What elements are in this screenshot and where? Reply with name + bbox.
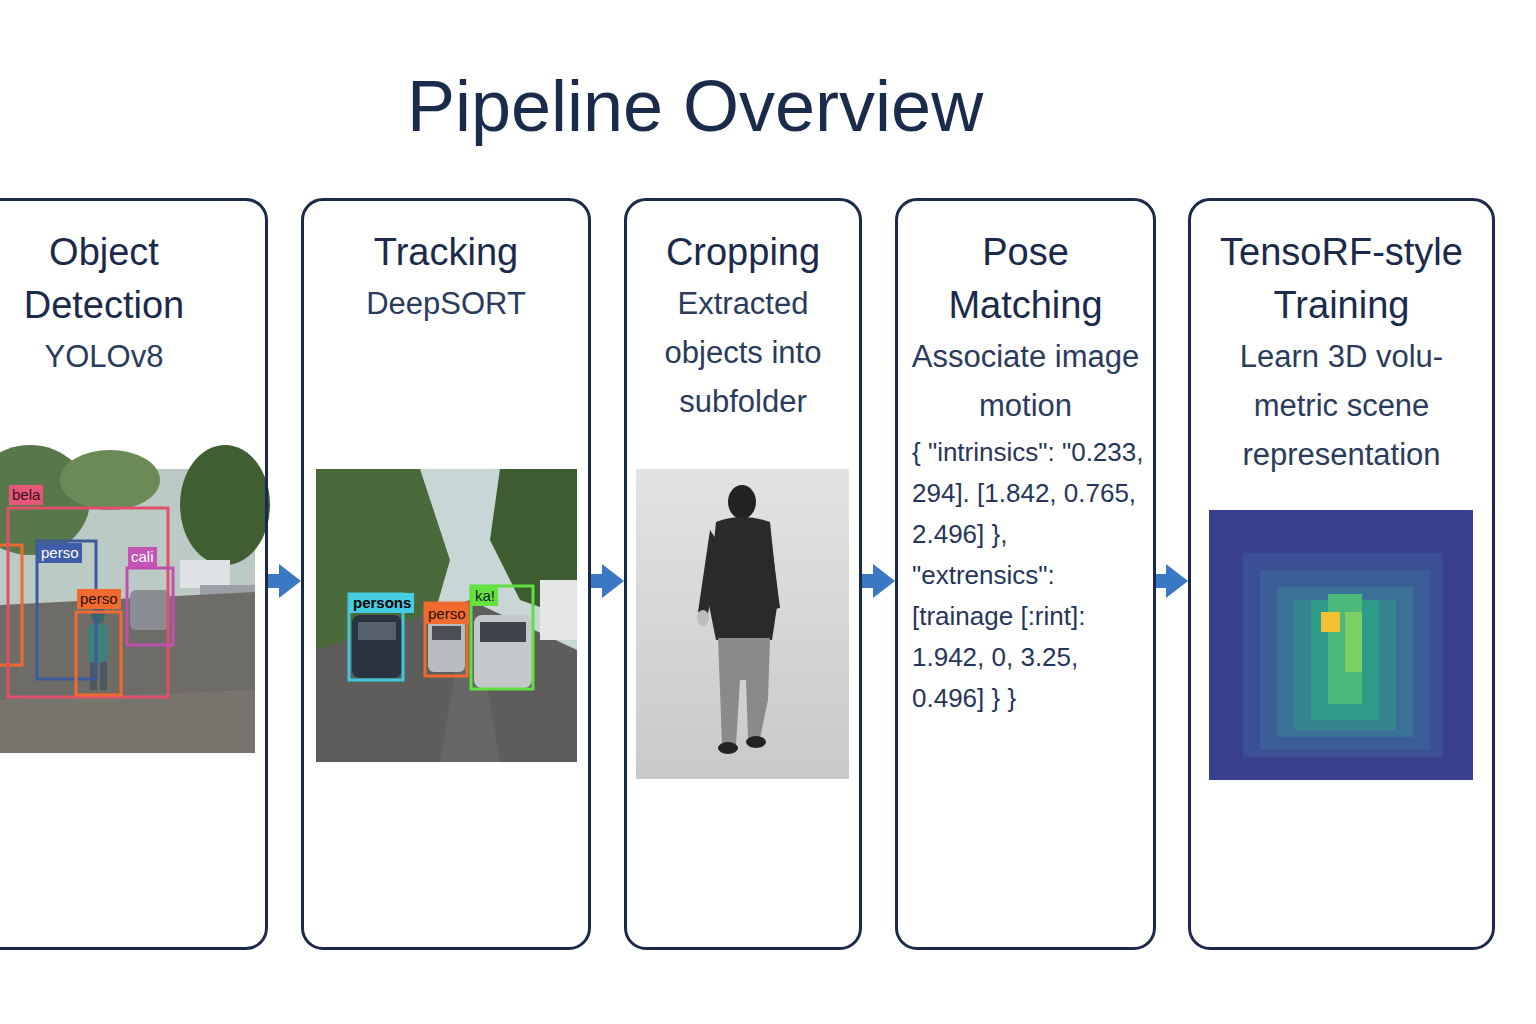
box-subtitle: DeepSORT xyxy=(314,279,578,328)
street-photo xyxy=(316,469,577,762)
process-box: TrackingDeepSORT xyxy=(301,198,591,950)
process-box: Object DetectionYOLOv8 xyxy=(0,198,268,950)
flow-arrow xyxy=(591,574,602,588)
diagram-title: Pipeline Overview xyxy=(0,66,1390,146)
box-subtitle: Learn 3D volu- metric scene representati… xyxy=(1199,332,1484,479)
box-subtitle: Associate image motion xyxy=(904,332,1147,430)
detection-label: persons xyxy=(350,593,414,613)
flow-arrow xyxy=(268,574,279,588)
detection-label: ka! xyxy=(472,586,498,606)
detection-label: perso xyxy=(77,589,121,609)
volume-heatmap xyxy=(1209,510,1473,780)
box-subtitle: YOLOv8 xyxy=(3,332,205,381)
cropped-person xyxy=(636,469,849,779)
process-box: TensoRF-style TrainingLearn 3D volu- met… xyxy=(1188,198,1495,950)
box-heading: Pose Matching xyxy=(904,226,1147,332)
flow-arrow xyxy=(862,574,873,588)
box-heading: Object Detection xyxy=(3,226,205,332)
street-photo xyxy=(0,445,270,753)
flow-arrow xyxy=(1156,574,1166,588)
process-box: CroppingExtracted objects into subfolder xyxy=(624,198,862,950)
box-heading: Tracking xyxy=(314,226,578,279)
detection-label: bela xyxy=(9,485,43,505)
box-heading: Cropping xyxy=(633,226,853,279)
detection-label: perso xyxy=(425,604,469,624)
code-text: { "intrinsics": "0.233, 294]. [1.842, 0.… xyxy=(912,432,1150,719)
detection-label: perso xyxy=(38,543,82,563)
process-box: Pose MatchingAssociate image motion{ "in… xyxy=(895,198,1156,950)
detection-label: cali xyxy=(128,547,157,567)
box-heading: TensoRF-style Training xyxy=(1199,226,1484,332)
box-subtitle: Extracted objects into subfolder xyxy=(633,279,853,426)
